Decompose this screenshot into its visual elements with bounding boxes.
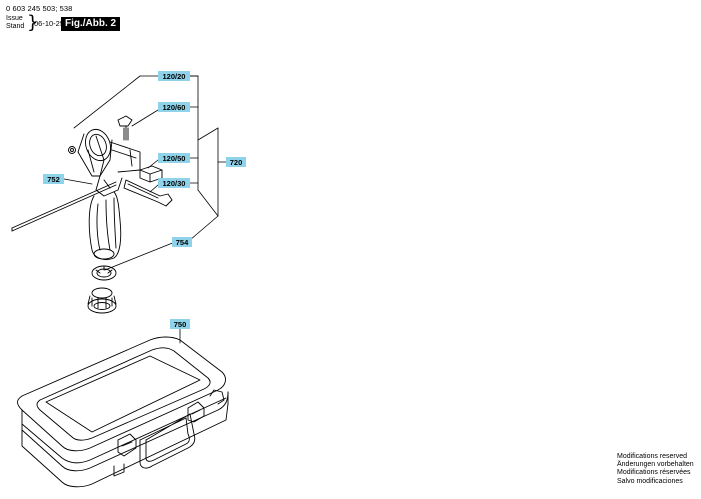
- svg-text:754: 754: [176, 238, 189, 247]
- callout-754: 754: [172, 237, 192, 247]
- modifications-line-de: Änderungen vorbehalten: [617, 461, 694, 469]
- depth-gauge-rod: [11, 181, 117, 232]
- callout-120-30: 120/30: [158, 178, 190, 188]
- brace-glyph: }: [27, 12, 39, 33]
- modifications-line-es: Salvo modificaciones: [617, 477, 683, 485]
- figure-label: Fig./Abb. 2: [61, 17, 121, 31]
- svg-text:750: 750: [174, 320, 187, 329]
- modifications-line-en: Modifications reserved: [617, 453, 688, 460]
- callout-720: 720: [226, 157, 246, 167]
- issue-label: Issue: [6, 15, 23, 22]
- callout-750: 750: [170, 319, 190, 329]
- callout-120-50: 120/50: [158, 153, 190, 163]
- callout-752: 752: [43, 174, 64, 184]
- stand-label: Stand: [6, 23, 25, 30]
- modifications-notice: Modifications reserved Änderungen vorbeh…: [617, 453, 694, 486]
- callout-120-60: 120/60: [158, 102, 190, 112]
- modifications-line-fr: Modifications réservées: [617, 469, 691, 477]
- svg-text:120/30: 120/30: [163, 179, 186, 188]
- issue-date: 06-10-25: [34, 19, 65, 28]
- svg-text:120/60: 120/60: [163, 103, 186, 112]
- end-cap-parts: [87, 265, 117, 314]
- svg-text:720: 720: [230, 158, 243, 167]
- svg-text:120/50: 120/50: [163, 154, 186, 163]
- side-handle-assembly: [68, 115, 173, 261]
- callout-120-20: 120/20: [158, 71, 190, 81]
- issue-stand-labels: Issue Stand: [6, 15, 24, 31]
- svg-text:752: 752: [47, 175, 60, 184]
- carrying-case: [17, 336, 229, 488]
- callout-labels: 120/20 120/60 120/50 120/30 720 752 754: [43, 71, 246, 329]
- svg-text:120/20: 120/20: [163, 72, 186, 81]
- document-number: 0 603 245 503; 538: [6, 4, 73, 13]
